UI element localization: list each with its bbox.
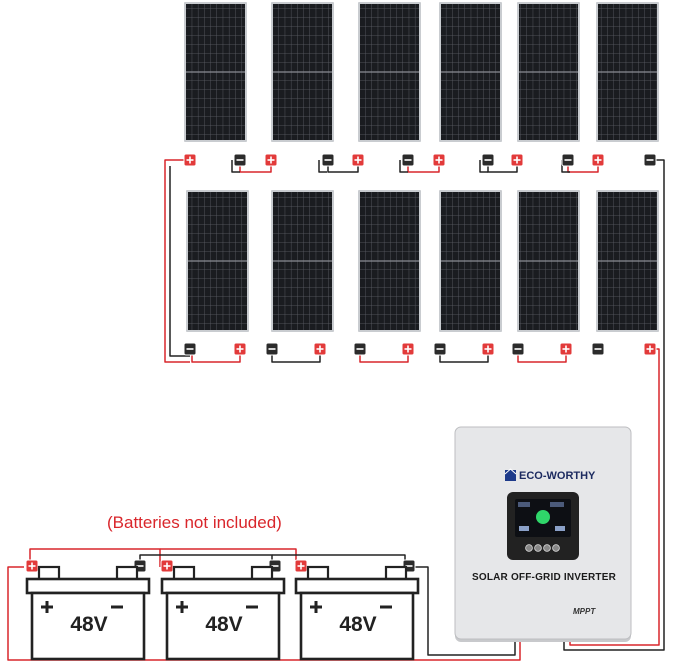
plus-icon-top-5 — [351, 153, 365, 167]
plus-icon-top-1 — [183, 153, 197, 167]
left-positive-lead — [164, 159, 190, 363]
solar-panel-bottom-2 — [271, 190, 334, 332]
inverter-unit — [454, 426, 632, 642]
inverter-control-button-1 — [525, 544, 533, 552]
minus-icon-top-2 — [233, 153, 247, 167]
series-link-bottom-1 — [191, 349, 241, 363]
series-link-bottom-2 — [271, 349, 321, 363]
mppt-badge: MPPT — [573, 607, 596, 616]
series-link-top-neg-1 — [231, 160, 240, 173]
plus-icon-top-11 — [591, 153, 605, 167]
left-negative-lead — [169, 166, 190, 357]
plus-icon-top-3 — [264, 153, 278, 167]
series-link-top-neg-3 — [399, 160, 408, 173]
battery-1: 48V — [25, 565, 151, 661]
battery-2: 48V — [160, 565, 286, 661]
inverter-control-button-3 — [543, 544, 551, 552]
series-link-bottom-3 — [359, 349, 409, 363]
battery-3: 48V — [294, 565, 420, 661]
minus-icon-top-8 — [481, 153, 495, 167]
solar-panel-array — [184, 2, 659, 332]
minus-icon-bottom-1 — [183, 342, 197, 356]
minus-icon-top-6 — [401, 153, 415, 167]
inverter-control-button-4 — [552, 544, 560, 552]
solar-panel-top-2 — [271, 2, 334, 142]
inverter-brand: ECO-WORTHY — [519, 470, 596, 482]
battery-2-plus-terminal — [160, 559, 174, 573]
solar-panel-bottom-6 — [596, 190, 659, 332]
plus-icon-bottom-6 — [401, 342, 415, 356]
plus-icon-bottom-12 — [643, 342, 657, 356]
plus-icon-bottom-8 — [481, 342, 495, 356]
solar-panel-bottom-5 — [517, 190, 580, 332]
inverter-title: SOLAR OFF-GRID INVERTER — [471, 572, 617, 583]
solar-panel-top-4 — [439, 2, 502, 142]
right-negative-lead — [563, 159, 665, 651]
plus-icon-top-7 — [432, 153, 446, 167]
battery-link-positive-1 — [29, 548, 161, 567]
series-link-top-neg-2 — [318, 160, 327, 173]
battery-voltage-label: 48V — [205, 613, 242, 636]
minus-icon-top-4 — [321, 153, 335, 167]
solar-panel-top-1 — [184, 2, 247, 142]
panel-terminals — [25, 153, 657, 573]
minus-icon-top-10 — [561, 153, 575, 167]
plus-icon-bottom-4 — [313, 342, 327, 356]
inverter-control-button-2 — [534, 544, 542, 552]
minus-icon-bottom-7 — [433, 342, 447, 356]
plus-icon-bottom-2 — [233, 342, 247, 356]
series-link-bottom-4 — [439, 349, 489, 363]
lcd-status-indicator — [536, 510, 550, 524]
solar-panel-top-5 — [517, 2, 580, 142]
solar-panel-bottom-1 — [186, 190, 249, 332]
battery-3-plus-terminal — [294, 559, 308, 573]
battery-bank: 48V 48V 48V — [25, 565, 420, 661]
solar-panel-bottom-4 — [439, 190, 502, 332]
battery-1-plus-terminal — [25, 559, 39, 573]
battery-link-negative-2 — [272, 554, 406, 567]
battery-voltage-label: 48V — [339, 613, 376, 636]
battery-negative-main — [405, 566, 516, 656]
solar-panel-top-6 — [596, 2, 659, 142]
series-link-top-neg-4 — [479, 160, 488, 173]
minus-icon-bottom-11 — [591, 342, 605, 356]
battery-voltage-label: 48V — [70, 613, 107, 636]
solar-panel-top-3 — [358, 2, 421, 142]
series-link-bottom-5 — [517, 349, 567, 363]
solar-house-icon — [504, 468, 517, 481]
battery-positive-main — [7, 566, 521, 661]
plus-icon-bottom-10 — [559, 342, 573, 356]
plus-icon-top-9 — [510, 153, 524, 167]
minus-icon-bottom-9 — [511, 342, 525, 356]
solar-panel-bottom-3 — [358, 190, 421, 332]
minus-icon-bottom-5 — [353, 342, 367, 356]
minus-icon-top-12 — [643, 153, 657, 167]
minus-icon-bottom-3 — [265, 342, 279, 356]
batteries-note: (Batteries not included) — [107, 513, 282, 532]
